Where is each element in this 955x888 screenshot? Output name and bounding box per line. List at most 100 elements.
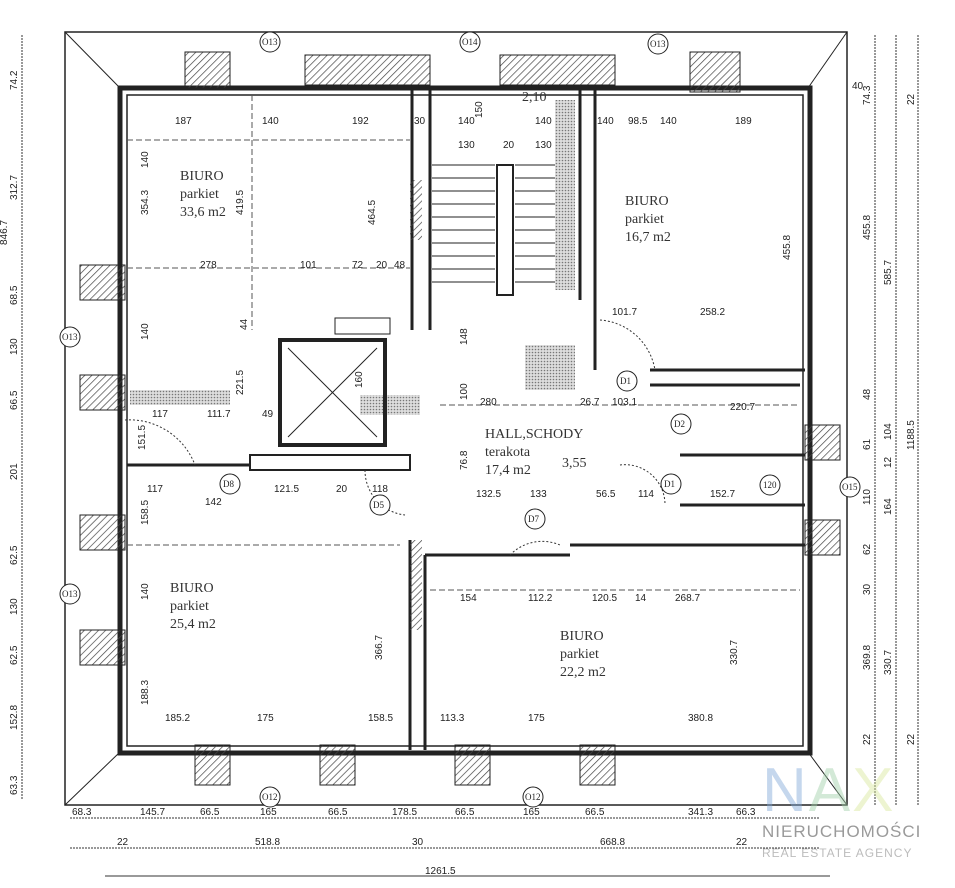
dimension-text: 30	[414, 116, 426, 127]
dimension-text: 175	[257, 713, 274, 724]
door-label: D7	[528, 514, 539, 524]
dimension-text: 140	[140, 151, 151, 168]
dimension-text: 63.3	[9, 775, 20, 795]
level-mark-top: 2,10	[522, 90, 547, 105]
door-label: D8	[223, 479, 234, 489]
dimension-text: 130	[535, 140, 552, 151]
room-floor: parkiet	[625, 212, 664, 227]
dimension-text: 20	[336, 484, 348, 495]
dimension-text: 132.5	[476, 489, 501, 500]
dimension-text: 20	[376, 260, 388, 271]
dimension-text: 114	[638, 489, 654, 500]
dimension-text: 258.2	[700, 307, 725, 318]
dimension-text: 140	[140, 323, 151, 340]
room-floor: parkiet	[180, 187, 219, 202]
dimension-text: 22	[117, 837, 129, 848]
dimension-text: 268.7	[675, 593, 700, 604]
dimension-text: 101	[300, 260, 317, 271]
dimension-text: 103.1	[612, 397, 637, 408]
door-label: D1	[620, 376, 631, 386]
hatched-walls	[130, 100, 575, 630]
dimension-text: 68.5	[9, 285, 20, 305]
dimension-text: 130	[9, 598, 20, 615]
dimension-text: 26.7	[580, 397, 600, 408]
window-label: O12	[525, 792, 541, 802]
dimension-text: 49	[262, 409, 274, 420]
dimension-text: 98.5	[628, 116, 648, 127]
room-area: 22,2 m2	[560, 665, 606, 680]
dimension-text: 66.3	[736, 807, 756, 818]
dimension-text: 152.7	[710, 489, 735, 500]
window-label: O12	[262, 792, 278, 802]
dimension-text: 48	[862, 388, 873, 400]
door-label: D5	[373, 500, 384, 510]
dimension-text: 140	[535, 116, 552, 127]
dimension-text: 278	[200, 260, 217, 271]
room-name: BIURO	[625, 194, 669, 209]
agency-logo: NAX NIERUCHOMOŚCI REAL ESTATE AGENCY	[758, 760, 928, 888]
window-marker	[459, 31, 481, 53]
dimension-text: 369.8	[862, 645, 873, 670]
room-name: BIURO	[180, 169, 224, 184]
dimension-text: 68.3	[72, 807, 92, 818]
door-marker	[660, 473, 682, 495]
dimension-text: 140	[660, 116, 677, 127]
dimension-text: 140	[458, 116, 475, 127]
dimension-text: 61	[862, 438, 873, 450]
dimension-text: 145.7	[140, 807, 165, 818]
dimension-text: 117	[147, 484, 163, 495]
dimension-text: 118	[372, 484, 388, 495]
dimension-text: 178.5	[392, 807, 417, 818]
dimension-text: 66.5	[9, 390, 20, 410]
window-label: O15	[842, 482, 858, 492]
dimension-text: 201	[9, 463, 20, 480]
dimension-text: 330.7	[729, 640, 740, 665]
dimension-text: 140	[140, 583, 151, 600]
dimension-text: 220.7	[730, 402, 755, 413]
dimension-text: 154	[460, 593, 477, 604]
window-label: O13	[650, 39, 666, 49]
dimension-text: 56.5	[596, 489, 616, 500]
dimension-text: 846.7	[0, 220, 10, 245]
dimension-text: 22	[906, 93, 917, 105]
dimension-text: 1188.5	[906, 420, 917, 450]
dimension-text: 72	[352, 260, 364, 271]
dimension-text: 165	[523, 807, 540, 818]
dimension-text: 455.8	[862, 215, 873, 240]
dimension-text: 110	[862, 489, 873, 505]
dimension-text: 668.8	[600, 837, 625, 848]
dimension-text: 133	[530, 489, 547, 500]
dimension-text: 189	[735, 116, 752, 127]
dimension-text: 104	[883, 423, 894, 440]
dimension-text: 74.2	[9, 70, 20, 90]
window-label: O13	[62, 332, 78, 342]
dimension-text: 330.7	[883, 650, 894, 675]
window-marker	[259, 786, 281, 808]
dimension-text: 62	[862, 543, 873, 555]
dimension-text: 187	[175, 116, 192, 127]
window-marker	[647, 33, 669, 55]
dimension-text: 111.7	[207, 409, 231, 420]
dimension-text: 20	[503, 140, 515, 151]
window-label: O13	[62, 589, 78, 599]
dimension-text: 312.7	[9, 175, 20, 200]
dimension-text: 66.5	[328, 807, 348, 818]
window-marker	[59, 326, 81, 348]
dimension-text: 30	[412, 837, 424, 848]
staircase	[432, 164, 555, 296]
window-marker	[839, 476, 861, 498]
dimension-text: 40	[852, 81, 864, 92]
dimension-text: 185.2	[165, 713, 190, 724]
dimension-text: 150	[474, 101, 485, 118]
dimension-text: 12	[883, 456, 894, 468]
dimension-text: 66.5	[200, 807, 220, 818]
dimension-text: 192	[352, 116, 369, 127]
dimension-text: 66.5	[455, 807, 475, 818]
dimension-text: 140	[262, 116, 279, 127]
room-area: 16,7 m2	[625, 230, 671, 245]
window-marker	[59, 583, 81, 605]
door-marker	[524, 508, 546, 530]
dimension-text: 112.2	[528, 593, 553, 604]
window-label: O13	[262, 37, 278, 47]
room-floor: parkiet	[560, 647, 599, 662]
